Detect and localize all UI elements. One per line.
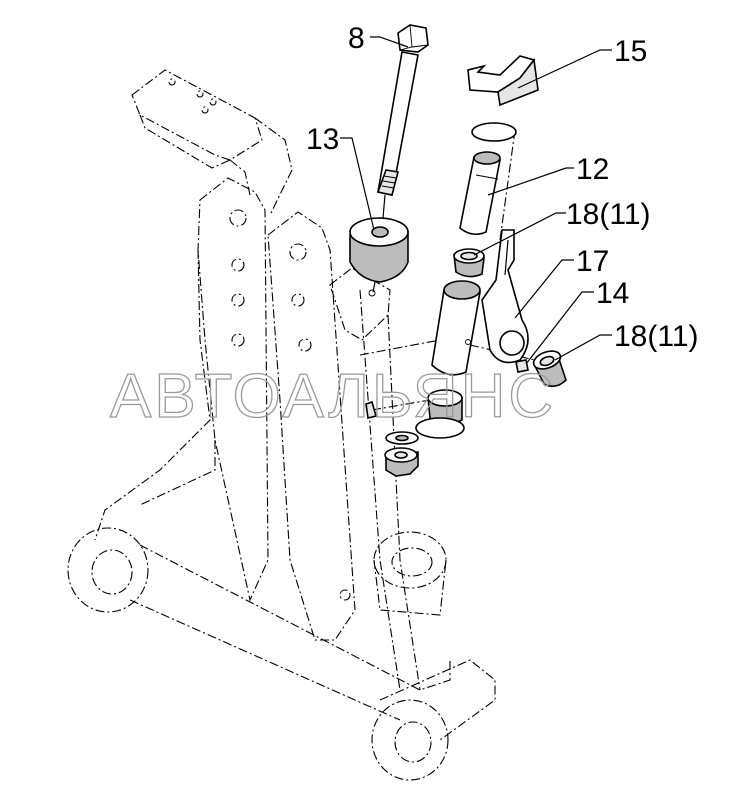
watermark-text: АВТОАЛЬЯНС [110,362,556,431]
callout-15: 15 [614,35,647,68]
fitting-part-14 [515,359,529,373]
block-part-13 [349,217,409,297]
callout-18-11-upper: 18(11) [566,198,651,231]
callout-labels: 8 15 13 12 18(11) 17 14 18(11) [306,22,699,353]
lever-part-17 [431,229,529,376]
callout-12: 12 [576,153,609,186]
tube-part-12 [459,122,517,236]
callout-14: 14 [596,277,629,310]
callout-18-11-lower: 18(11) [614,320,699,353]
callout-8: 8 [348,22,365,55]
callout-17: 17 [576,245,609,278]
bush-part-18-upper [453,248,485,278]
callout-leaders [340,36,612,365]
clip-part-15 [467,55,539,107]
lower-hardware [365,389,465,477]
bush-part-18-lower [532,350,567,388]
callout-13: 13 [306,123,339,156]
bolt-part-8 [376,24,429,219]
bracket-frame [67,69,536,781]
